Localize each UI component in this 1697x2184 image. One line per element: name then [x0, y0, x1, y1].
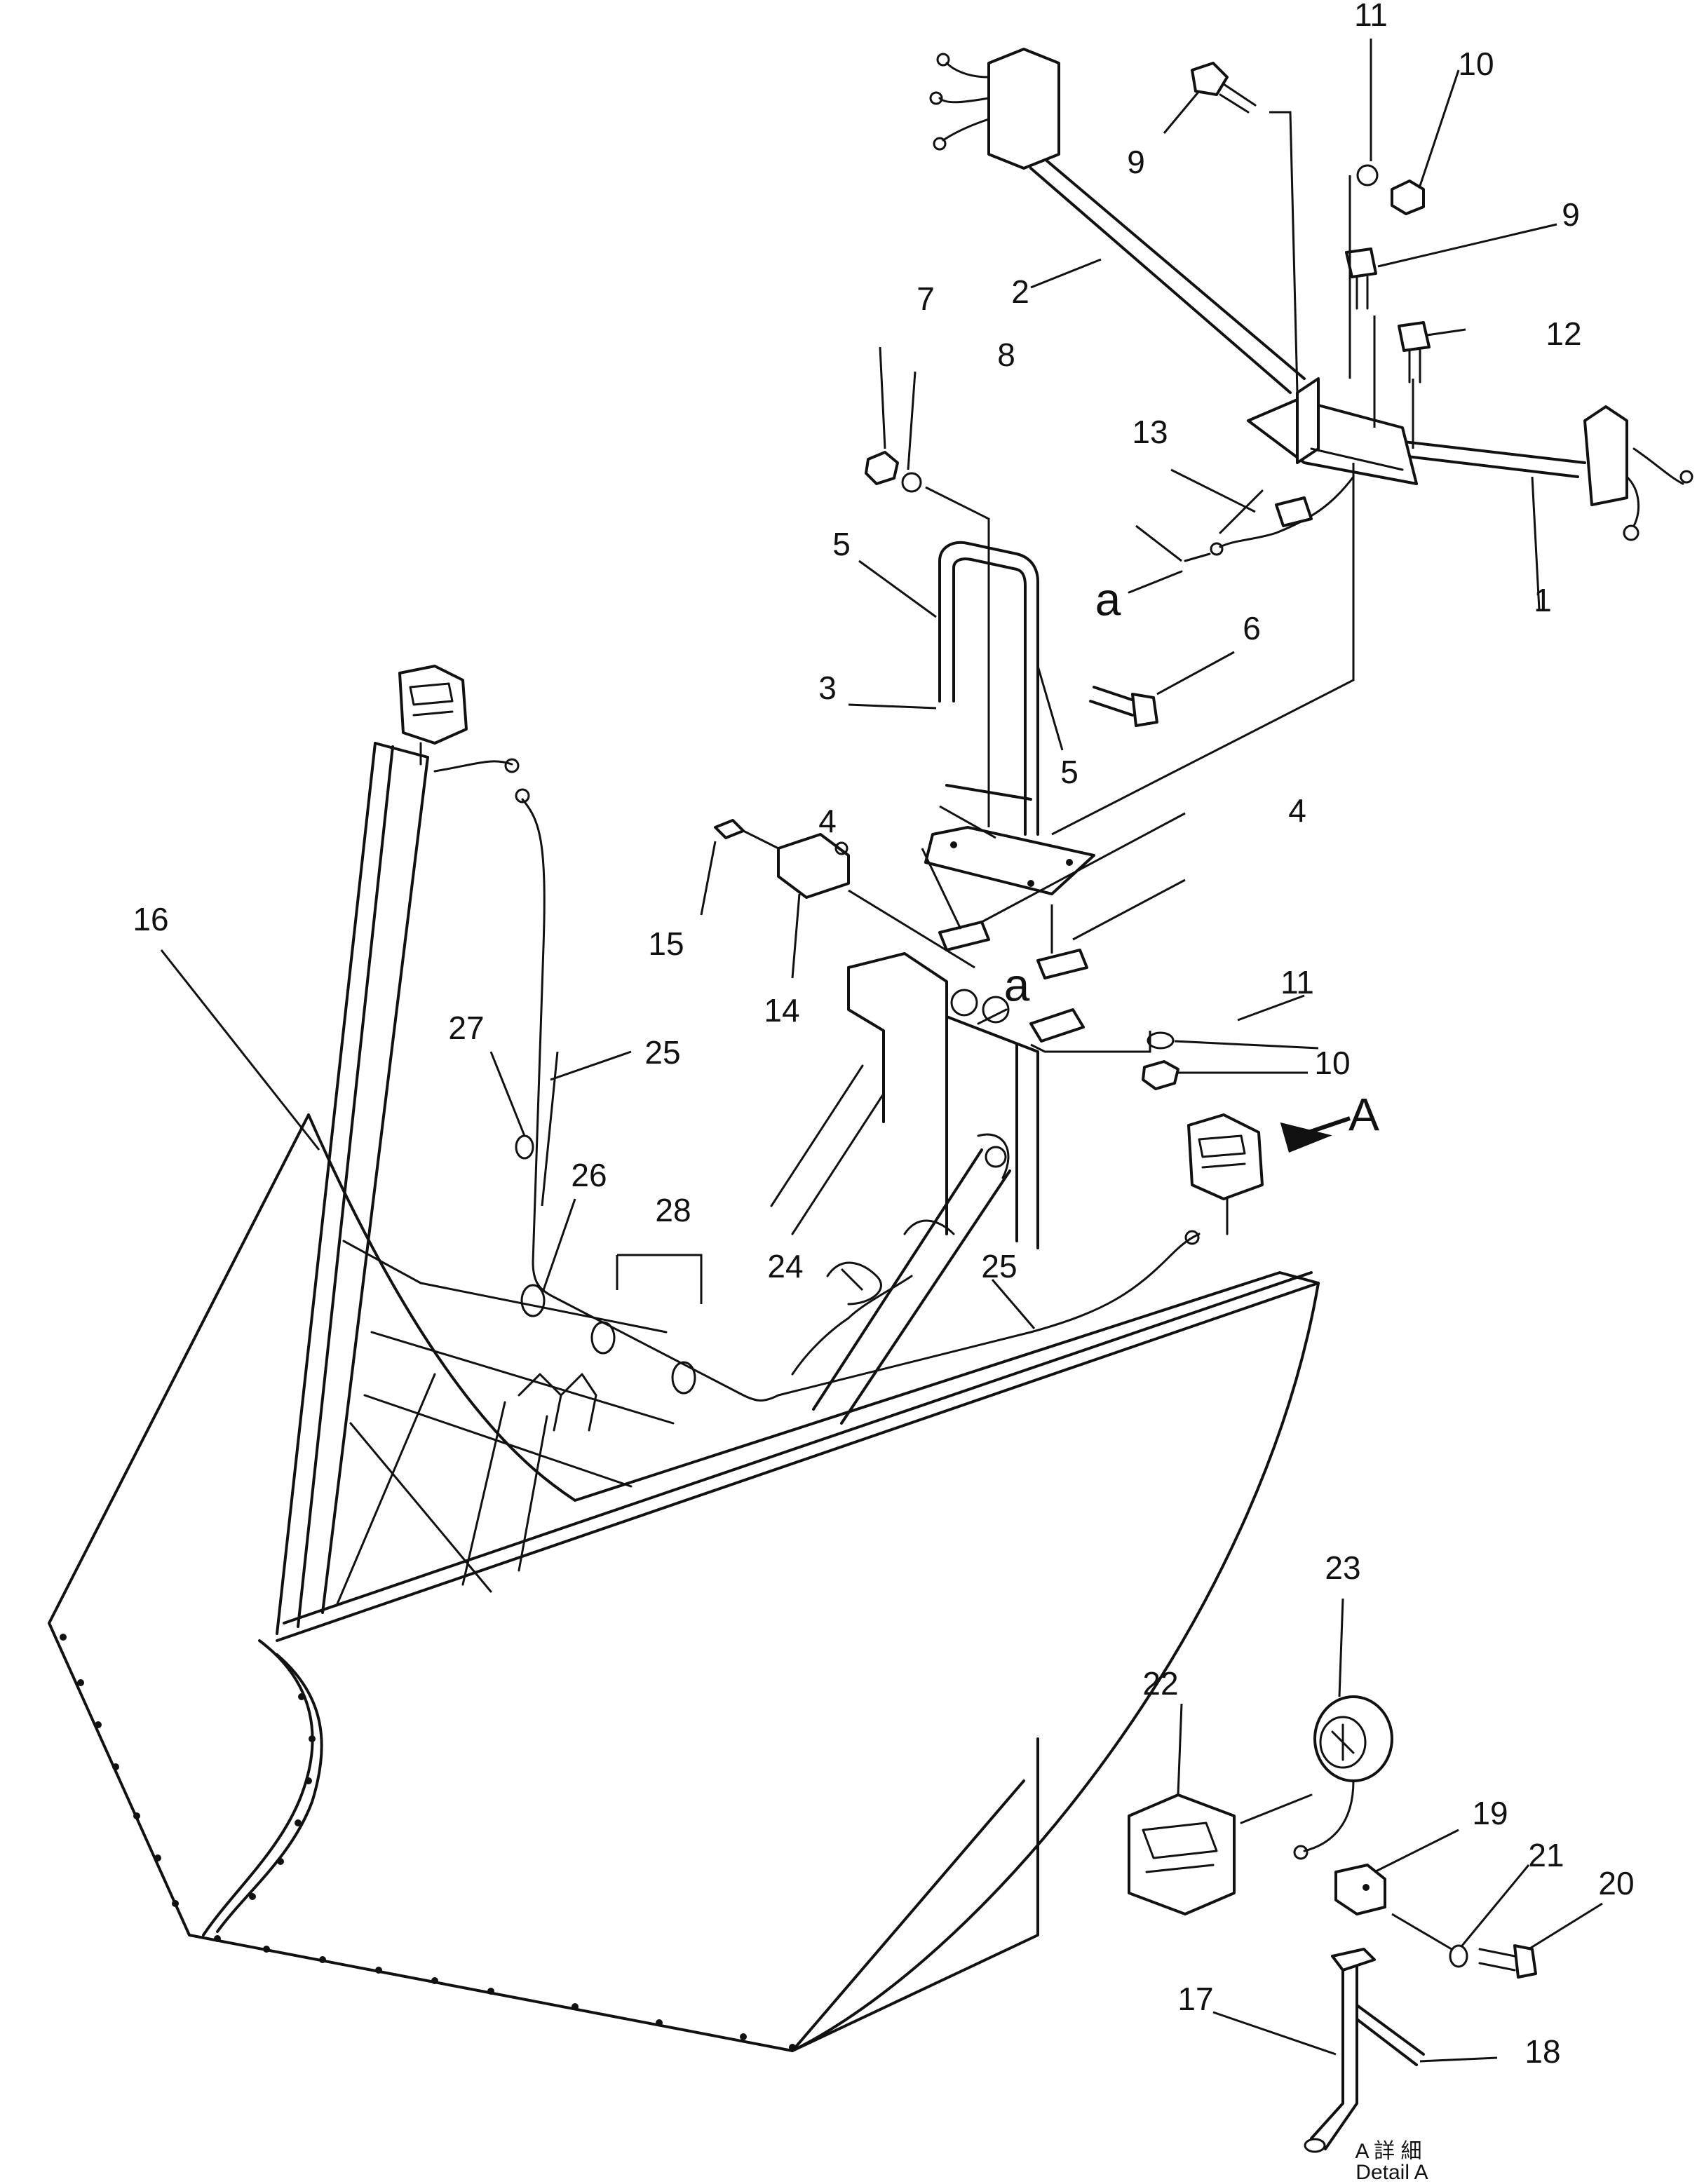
blade-outline [48, 1113, 1320, 2052]
callout-22: 22 [1142, 1665, 1178, 1702]
part-17-pipe [1310, 1962, 1344, 2140]
part-8-washer [901, 472, 922, 493]
callout-10-lower: 10 [1314, 1045, 1350, 1081]
detail-caption-en: Detail A [1355, 2161, 1428, 2184]
part-11-washer-lower [1147, 1031, 1175, 1050]
part-10-nut-upper [1391, 179, 1425, 215]
part-4-spacer-right [1036, 949, 1088, 979]
callout-16: 16 [133, 901, 168, 937]
part-11-washer-upper [1356, 164, 1379, 186]
callout-26: 26 [571, 1157, 607, 1193]
wiring-harness [433, 758, 1201, 1402]
part-9-bolt-upper [1191, 62, 1257, 114]
part-7-nut [865, 451, 899, 485]
detail-caption-jp: A 詳 細 [1355, 2140, 1421, 2163]
callout-9-right: 9 [1562, 196, 1580, 233]
callout-25-upper: 25 [644, 1034, 680, 1071]
part-12-bolt [1398, 321, 1431, 384]
callout-4-left: 4 [818, 803, 837, 839]
part-6-bolt [1089, 686, 1158, 727]
callout-10-upper: 10 [1458, 46, 1494, 82]
callout-12: 12 [1546, 316, 1581, 352]
part-10-nut-lower [1142, 1060, 1179, 1090]
callout-13: 13 [1132, 414, 1168, 450]
marker-view-a: A [1348, 1088, 1379, 1140]
marker-a-lower: a [1004, 958, 1030, 1010]
bracket-plate [1247, 377, 1418, 485]
part-13-harness [1184, 475, 1355, 562]
callout-20: 20 [1598, 1865, 1634, 1901]
callout-17: 17 [1177, 1981, 1213, 2017]
callout-14: 14 [764, 992, 799, 1029]
part-18-pipe [1355, 2004, 1425, 2056]
lamp-right [1187, 1113, 1264, 1235]
marker-a-upper: a [1095, 573, 1121, 625]
part-15-cap [714, 819, 745, 839]
part-2-stay [929, 48, 1306, 394]
callout-19: 19 [1472, 1795, 1508, 1831]
callout-9-upper: 9 [1127, 144, 1145, 180]
callout-18: 18 [1524, 2033, 1560, 2070]
detail-a-parts [1128, 1695, 1537, 2153]
part-3-guard [924, 541, 1095, 895]
lift-frame [770, 952, 1039, 1425]
callout-27: 27 [448, 1010, 484, 1046]
callout-11-lower: 11 [1280, 964, 1314, 1001]
callout-8: 8 [997, 337, 1015, 373]
callout-21: 21 [1528, 1837, 1564, 1873]
part-19-block [1334, 1864, 1386, 1915]
callout-5-lower: 5 [1060, 754, 1079, 790]
callout-1: 1 [1534, 582, 1552, 618]
marker-a-upper-arrow [1128, 570, 1183, 594]
callout-5-upper: 5 [832, 526, 851, 562]
part-20-bolt-head [1513, 1944, 1537, 1979]
callout-3: 3 [818, 670, 837, 706]
part-4-plate [1029, 1008, 1085, 1043]
view-a-arrow [1280, 1116, 1351, 1153]
part-23-lamp [1313, 1695, 1393, 1782]
part-14-block [777, 833, 850, 899]
callout-11-upper: 11 [1354, 0, 1388, 33]
callout-labels: 1 2 3 4 4 5 5 6 7 8 9 9 10 10 11 11 12 1… [133, 0, 1634, 2184]
callout-25-lower: 25 [981, 1248, 1017, 1284]
blade-bolt-holes [60, 1634, 796, 2051]
part-14-hole [834, 841, 848, 855]
blade-assembly [48, 742, 1320, 2052]
callout-4-right: 4 [1288, 792, 1306, 829]
callout-2: 2 [1011, 273, 1029, 310]
callout-28: 28 [655, 1192, 691, 1228]
callout-7: 7 [917, 280, 935, 317]
lamp-left [398, 665, 468, 766]
part-21-washer [1449, 1944, 1468, 1968]
callout-15: 15 [648, 925, 684, 962]
assembly-lines [616, 111, 1452, 1951]
callout-23: 23 [1325, 1549, 1360, 1586]
marker-a-lower-arrow [977, 1008, 1008, 1025]
callout-leaders [160, 39, 1603, 2063]
part-4-spacer-left [938, 921, 990, 951]
callout-6: 6 [1243, 610, 1261, 646]
callout-24: 24 [767, 1248, 803, 1284]
